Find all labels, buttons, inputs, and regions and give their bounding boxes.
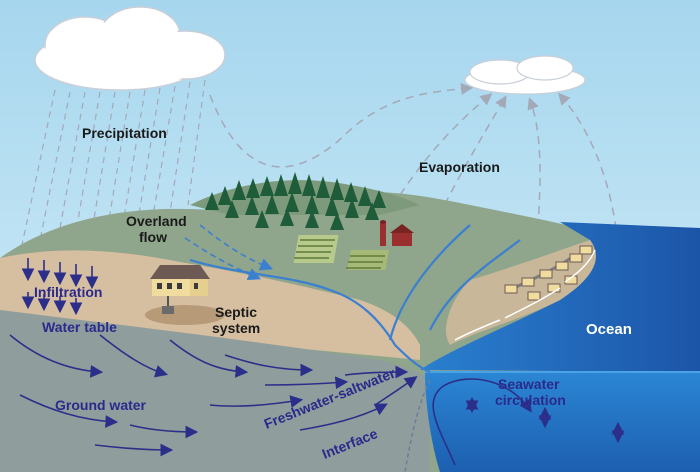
seawater-circulation-label-line2: circulation bbox=[495, 392, 566, 408]
interface-line bbox=[404, 379, 431, 472]
overland-flow-label-line1: Overland bbox=[126, 213, 187, 229]
seawater-circulation-arrows bbox=[432, 378, 625, 466]
barn bbox=[380, 220, 414, 246]
septic-system-label-line2: system bbox=[212, 320, 261, 336]
overland-flow-arrows bbox=[184, 224, 273, 281]
water-table-label: Water table bbox=[42, 319, 117, 335]
seawater-below bbox=[425, 372, 700, 472]
farm-fields bbox=[293, 235, 389, 270]
forest-hill bbox=[190, 180, 420, 215]
soil-layer bbox=[0, 250, 420, 360]
precipitation-label: Precipitation bbox=[82, 125, 167, 141]
waves bbox=[454, 249, 596, 341]
rivers bbox=[189, 224, 521, 374]
septic-system-label-line1: Septic bbox=[215, 304, 258, 320]
forest bbox=[205, 172, 386, 230]
seawater-circulation-label-line1: Seawater bbox=[498, 376, 560, 392]
small-cloud bbox=[464, 55, 586, 95]
groundwater-flow-arrows bbox=[9, 334, 418, 457]
rain-cloud-fill bbox=[38, 10, 202, 88]
evaporation-label: Evaporation bbox=[419, 159, 500, 175]
groundwater-zone bbox=[0, 310, 430, 472]
evaporation-arrows bbox=[209, 82, 621, 286]
ocean-surface bbox=[420, 222, 700, 372]
overland-flow-label-line2: flow bbox=[139, 229, 167, 245]
ground-water-label: Ground water bbox=[55, 397, 147, 413]
town bbox=[504, 245, 593, 301]
ocean-label: Ocean bbox=[586, 321, 632, 338]
house bbox=[150, 265, 210, 314]
infiltration-label: Infiltration bbox=[34, 284, 103, 300]
infiltration-arrows bbox=[21, 258, 99, 316]
